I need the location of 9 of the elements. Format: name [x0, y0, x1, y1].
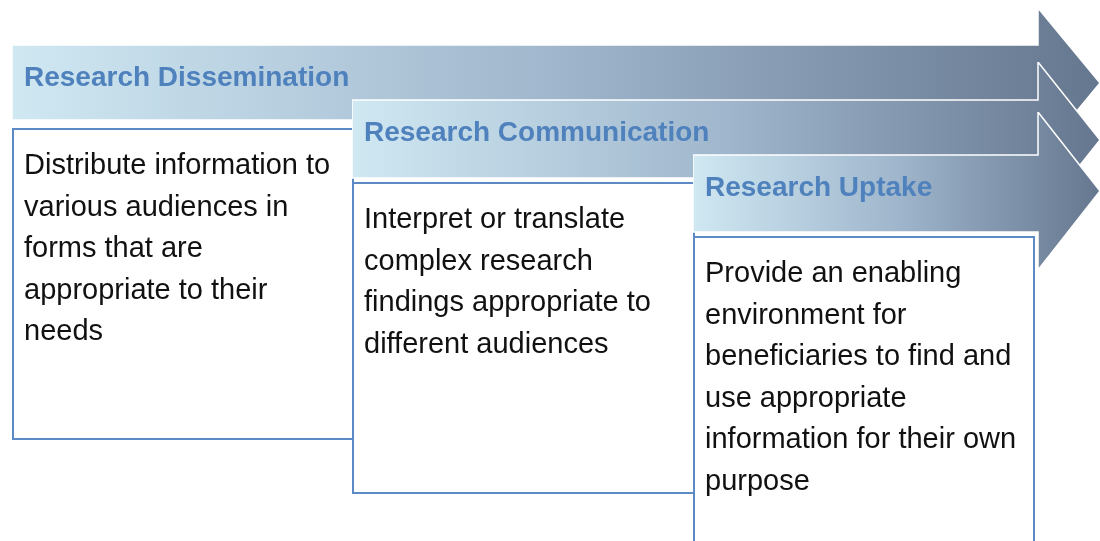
text-box	[12, 128, 354, 440]
description-text: Provide an enabling environment for beneficiaries to find and use appropriate information for their own purpose	[705, 255, 1018, 498]
stage-heading: Research Communication	[364, 116, 710, 148]
text-box	[352, 182, 695, 494]
text-box	[693, 236, 1035, 541]
stage-heading: Research Dissemination	[24, 61, 350, 93]
description-text: Distribute information to various audiences in forms that are appropriate to their needs	[24, 147, 332, 348]
stage-heading: Research Uptake	[705, 171, 933, 203]
description-text: Interpret or translate complex research findings appropriate to different audiences	[364, 201, 652, 361]
